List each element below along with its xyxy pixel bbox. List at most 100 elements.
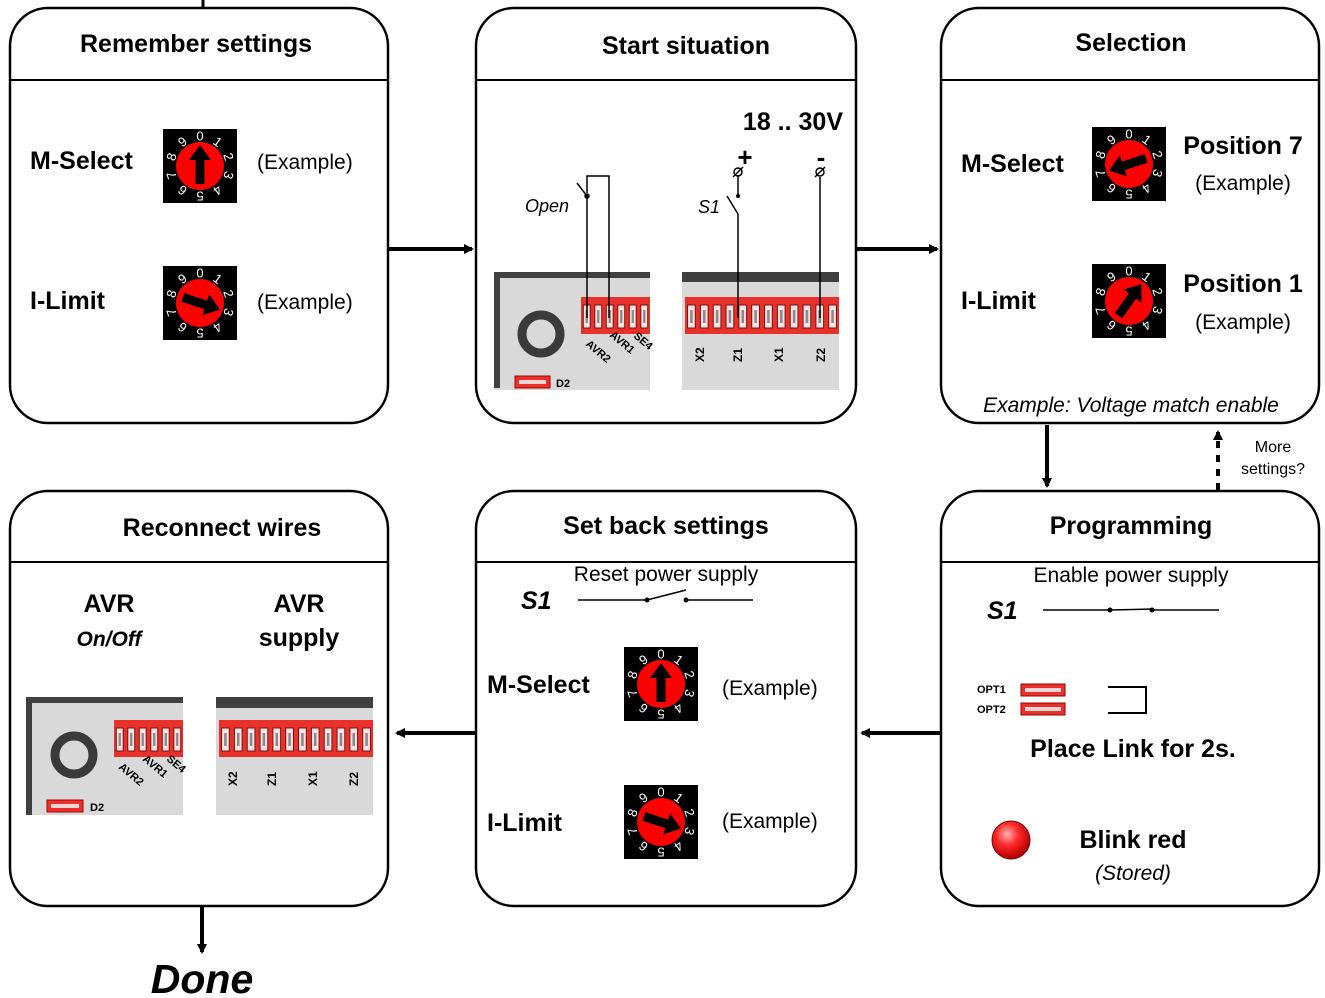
s1-label: S1	[698, 197, 720, 217]
dial-digit: 2	[681, 807, 698, 819]
pin-label: X2	[226, 771, 240, 786]
dial-digit: 8	[163, 151, 180, 163]
box-title: Reconnect wires	[123, 514, 322, 542]
terminal-screw	[690, 310, 693, 323]
m-select-label: M-Select	[961, 150, 1064, 178]
dial-arrow-icon	[1114, 284, 1142, 319]
link-bracket	[1108, 686, 1147, 714]
open-link-wiring	[576, 175, 610, 318]
footer-note: Example: Voltage match enable	[983, 394, 1279, 417]
dial-digit: 0	[657, 785, 664, 800]
s1-switch-open	[578, 589, 753, 601]
supply-connector-block: X2 Z1 X1 Z2	[216, 697, 373, 815]
box-start-situation: Start situation 18 .. 30V + - AVR2 AVR1 …	[474, 6, 858, 425]
terminal-screw	[597, 310, 600, 323]
dial-digit: 0	[657, 647, 664, 662]
box-title: Set back settings	[563, 512, 769, 540]
opt-connector	[1020, 683, 1066, 716]
dial-digit: 8	[1092, 149, 1109, 161]
opt2-label: OPT2	[977, 704, 1006, 716]
dial-digit: 7	[624, 826, 641, 838]
dial-digit: 8	[1092, 286, 1109, 298]
connector-red	[685, 297, 839, 334]
blink-label: Blink red	[1080, 826, 1187, 854]
avr-onoff: On/Off	[77, 628, 144, 651]
dial-digit: 8	[163, 288, 180, 300]
avr-connector-block: AVR2 AVR1 SE4 D2	[26, 697, 188, 815]
dial-digit: 5	[1125, 187, 1132, 202]
position-label: Position 1	[1183, 270, 1303, 298]
i-limit-label: I-Limit	[487, 809, 563, 837]
dial-arrow-icon	[642, 812, 681, 835]
led-icon	[991, 820, 1031, 860]
pin-label: Z2	[347, 772, 361, 786]
terminal-screw	[326, 733, 330, 746]
terminal-screw	[236, 733, 240, 746]
dial-digit: 5	[196, 189, 203, 204]
m-select-label: M-Select	[487, 671, 590, 699]
terminal-screw	[754, 310, 757, 323]
connector-housing	[581, 297, 650, 334]
dial-arrow-icon	[650, 663, 672, 702]
dial-digit: 7	[1092, 305, 1109, 317]
connector-housing	[219, 720, 373, 757]
minus-sign: -	[817, 142, 826, 172]
avr-connector-block: AVR2 AVR1 SE4 D2	[494, 272, 655, 390]
terminal-screw	[643, 310, 646, 323]
terminal-screw	[741, 310, 745, 323]
terminal-screw	[792, 310, 796, 323]
pin-label: Z2	[814, 348, 828, 362]
pin-label: X1	[772, 347, 786, 362]
box-title: Start situation	[602, 32, 770, 60]
pin-label: Z1	[265, 772, 279, 786]
terminal-screw	[339, 733, 343, 746]
reset-label: Reset power supply	[574, 563, 759, 586]
terminal-screw	[313, 733, 317, 746]
terminal-screw	[288, 733, 291, 746]
open-label: Open	[525, 196, 569, 216]
stored-label: (Stored)	[1095, 862, 1171, 885]
terminal-screw	[365, 733, 368, 746]
example-note: (Example)	[1195, 172, 1291, 195]
dial-digit: 3	[681, 688, 698, 700]
voltage-label: 18 .. 30V	[743, 108, 843, 136]
dial-arrow-icon	[189, 145, 211, 184]
dial-digit: 3	[220, 170, 237, 182]
box-title: Selection	[1075, 29, 1186, 57]
plus-sign: +	[737, 142, 752, 172]
terminal-screw	[767, 310, 770, 323]
example-note: (Example)	[722, 810, 818, 833]
dial-digit: 5	[1125, 324, 1132, 339]
dial-digit: 0	[196, 266, 203, 281]
dial-digit: 2	[220, 288, 237, 300]
dial-arrow-icon	[1109, 154, 1148, 177]
terminal-screw	[620, 310, 623, 323]
dial-digit: 0	[1125, 127, 1132, 142]
connector-red	[114, 720, 183, 757]
s1-switch-wiring	[726, 166, 826, 318]
terminal-screw	[176, 733, 179, 746]
terminal-screw	[631, 310, 634, 323]
pin-label: X1	[306, 771, 320, 786]
dial-digit: 2	[1149, 286, 1166, 298]
dial-digit: 2	[681, 669, 698, 681]
example-note: (Example)	[257, 151, 353, 174]
connector-housing	[114, 720, 183, 757]
s1-label: S1	[521, 587, 552, 615]
terminal-screw	[164, 733, 167, 746]
supply-title-1: AVR	[274, 590, 325, 618]
terminal-screw	[275, 733, 279, 746]
dial-digit: 7	[624, 688, 641, 700]
terminal-screw	[262, 733, 266, 746]
dial-digit: 8	[624, 669, 641, 681]
dial-digit: 3	[681, 826, 698, 838]
